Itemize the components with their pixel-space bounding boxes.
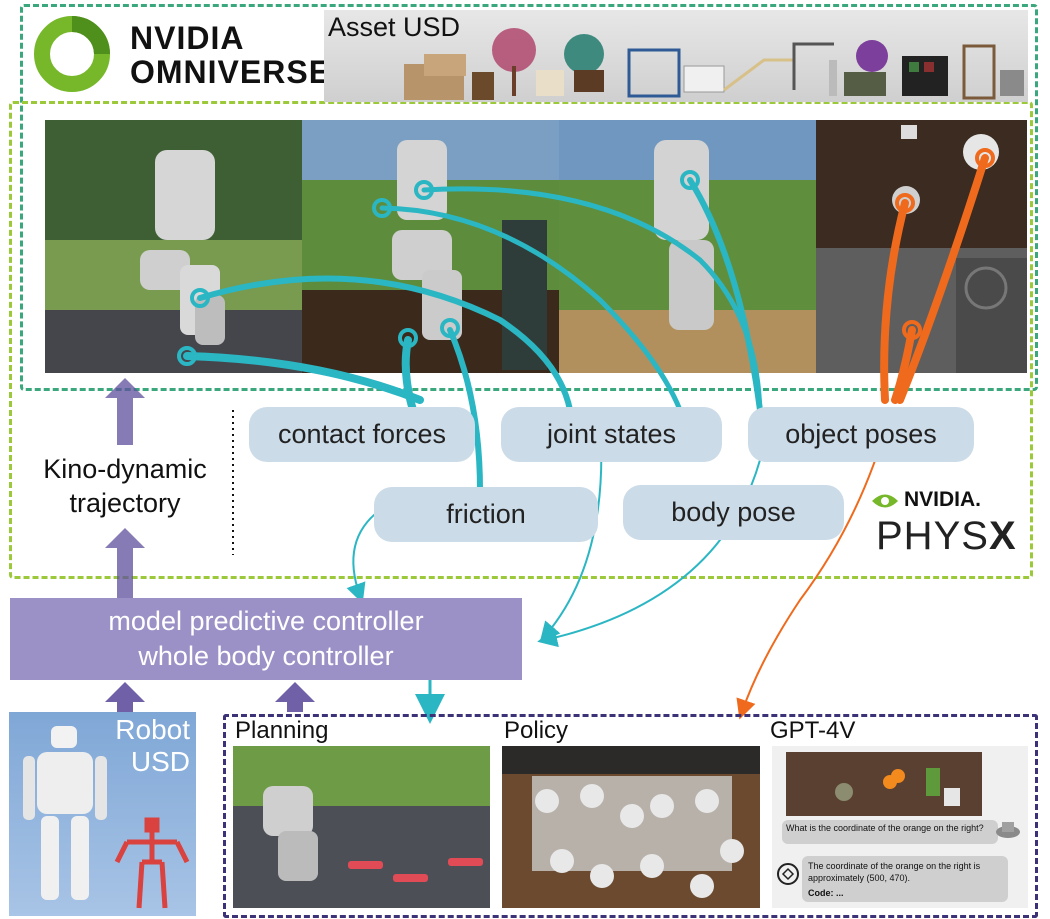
joint-markers	[177, 170, 700, 366]
physx-brand: NVIDIA.	[904, 488, 982, 511]
to-controller-arrow-1	[346, 509, 381, 604]
sim-photo-4b	[816, 248, 1027, 373]
contact-curve-foot	[183, 352, 424, 404]
omniverse-text-line1: NVIDIA	[130, 20, 245, 56]
planning-scene	[233, 746, 490, 908]
purple-arrows	[105, 378, 315, 712]
humanoid-robot-1	[45, 120, 302, 373]
robot-usd-panel: Robot USD	[9, 712, 196, 916]
gpt4v-question: What is the coordinate of the orange on …	[786, 823, 984, 833]
omniverse-frame	[20, 4, 1038, 391]
humanoid-robot-2	[302, 120, 559, 373]
sim-photo-3	[559, 120, 816, 373]
gpt4v-table-scene	[786, 752, 982, 816]
pill-contact-forces: contact forces	[249, 407, 475, 462]
physx-logo: NVIDIA. PHYSX	[870, 486, 1030, 562]
gpt4v-answer-bubble: The coordinate of the orange on the righ…	[802, 856, 1008, 902]
physx-x: X	[988, 514, 1017, 558]
sim-photo-2	[302, 120, 559, 373]
trajectory-line2: trajectory	[69, 488, 181, 518]
module-title-gpt4v: GPT-4V	[770, 717, 856, 744]
humanoid-robot-3	[559, 120, 816, 373]
asset-usd-title: Asset USD	[328, 12, 461, 42]
module-title-planning: Planning	[235, 717, 329, 744]
chatgpt-logo-icon	[777, 863, 799, 885]
controller-box: model predictive controller whole body c…	[10, 598, 522, 680]
omniverse-text-line2: OMNIVERSE	[130, 54, 332, 90]
pill-object-poses: object poses	[748, 407, 974, 462]
controller-line1: model predictive controller	[108, 606, 424, 636]
gpt4v-code-label: Code: ...	[808, 888, 844, 898]
asset-thumbnails	[404, 28, 1024, 100]
robot-usd-line1: Robot	[115, 714, 190, 745]
sim-photo-4a	[816, 120, 1027, 248]
module-title-policy: Policy	[504, 717, 569, 744]
asset-usd-panel: Asset USD	[324, 10, 1028, 102]
planning-image	[233, 746, 490, 908]
gpt4v-question-bubble: What is the coordinate of the orange on …	[782, 820, 998, 844]
table-objects-bottom	[816, 248, 1027, 373]
modules-frame	[223, 714, 1038, 918]
joint-curve-knee	[197, 275, 573, 413]
user-avatar-icon	[996, 822, 1020, 838]
pill-joint-states: joint states	[501, 407, 722, 462]
nvidia-eye-icon	[872, 494, 898, 508]
policy-image	[502, 746, 760, 908]
controller-line2: whole body controller	[138, 641, 394, 671]
gpt4v-answer-line1: The coordinate of the orange on the righ…	[808, 861, 981, 871]
sim-photo-1	[45, 120, 302, 373]
pill-body-pose: body pose	[623, 485, 844, 540]
friction-curve	[447, 327, 483, 493]
object-markers	[895, 148, 995, 340]
robot-usd-line2: USD	[130, 746, 190, 777]
pill-friction: friction	[374, 487, 598, 542]
to-gpt4v-arrow	[736, 419, 889, 720]
policy-scene	[502, 746, 760, 908]
physx-frame	[9, 101, 1033, 579]
trajectory-line1: Kino-dynamic	[43, 454, 207, 484]
joint-curve-hip	[379, 205, 683, 413]
omniverse-logo: NVIDIA OMNIVERSE	[34, 16, 330, 92]
gpt4v-answer-line2: approximately (500, 470).	[808, 873, 911, 883]
omniverse-ring-icon	[34, 16, 110, 92]
trajectory-label: Kino-dynamic trajectory	[14, 452, 236, 520]
physx-word: PHYS	[876, 514, 989, 558]
gpt4v-panel: What is the coordinate of the orange on …	[772, 746, 1028, 908]
physx-wordmark: PHYSX	[876, 514, 1017, 559]
object-curve	[687, 177, 763, 413]
robot-models	[23, 726, 190, 909]
